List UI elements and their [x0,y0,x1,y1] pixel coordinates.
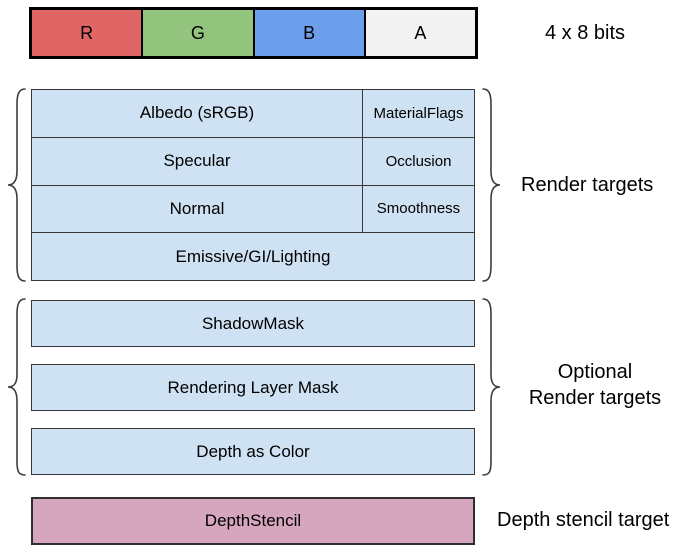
specular-cell: Specular [163,151,231,171]
rendering-layer-mask-box: Rendering Layer Mask [31,364,475,411]
channel-r-cell: R [32,10,142,56]
smoothness-cell: Smoothness [362,185,474,233]
occlusion-cell: Occlusion [362,137,474,185]
bits-per-channel-label: 4 x 8 bits [545,22,626,44]
render-targets-brace-left [7,88,26,282]
depthstencil-box: DepthStencil [31,497,475,545]
depth-stencil-target-label: Depth stencil target [497,509,670,531]
table-row-specular: Specular Occlusion [32,136,474,185]
table-row-albedo: Albedo (sRGB) MaterialFlags [32,90,474,137]
materialflags-cell: MaterialFlags [362,90,474,137]
channel-g-cell: G [141,10,253,56]
normal-cell: Normal [169,198,225,218]
pixel-format-bar: R G B A [29,7,478,59]
depth-as-color-box: Depth as Color [31,428,475,475]
albedo-cell: Albedo (sRGB) [139,103,255,123]
emissive-cell: Emissive/GI/Lighting [175,246,331,266]
table-row-emissive: Emissive/GI/Lighting [32,232,474,280]
render-targets-brace-right [482,88,501,282]
channel-a-cell: A [363,10,475,56]
optional-label-line2: Render targets [528,387,662,409]
optional-targets-brace-left [7,298,26,476]
optional-render-targets-label: Optional Render targets [495,359,690,411]
optional-targets-brace-right [482,298,501,476]
render-targets-label: Render targets [521,174,654,196]
render-targets-table: Albedo (sRGB) MaterialFlags Specular Occ… [31,89,475,281]
optional-label-line1: Optional [557,361,633,383]
table-row-normal: Normal Smoothness [32,184,474,233]
channel-b-cell: B [252,10,364,56]
shadowmask-box: ShadowMask [31,300,475,347]
